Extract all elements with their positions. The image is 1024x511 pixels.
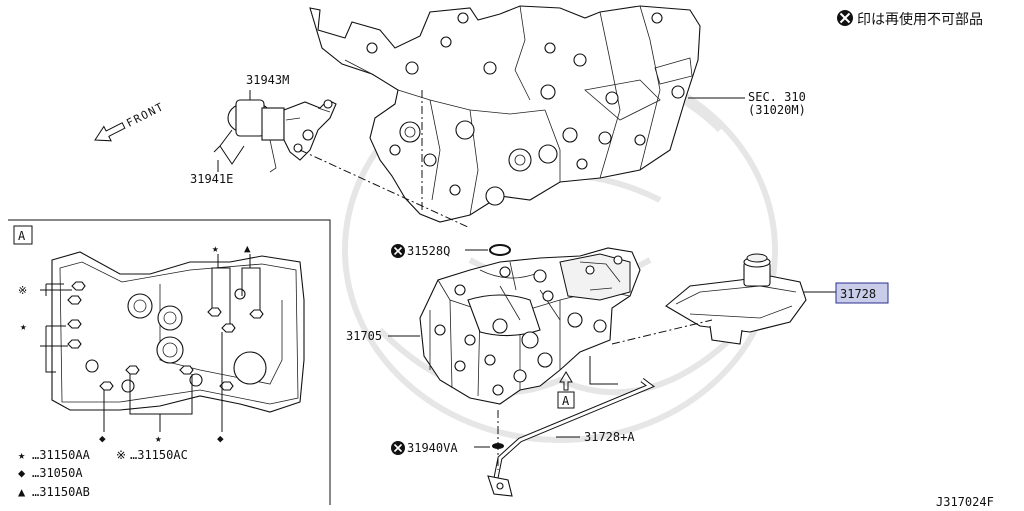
front-label: FRONT — [124, 100, 166, 130]
legend-symbol-1: ※ — [116, 448, 126, 462]
view-a-ref-box — [557, 391, 575, 409]
legend-text-1: …31150AC — [130, 448, 188, 462]
label-31943m: 31943M — [246, 73, 289, 87]
view-a-label: A — [18, 229, 26, 243]
legend-symbol-2: ◆ — [18, 466, 26, 480]
view-a-panel: A — [8, 219, 331, 505]
install-line-sensor — [299, 149, 471, 229]
install-line-strainer — [611, 319, 713, 345]
front-indicator: FRONT — [94, 100, 166, 142]
legend-text-3: …31150AB — [32, 485, 90, 499]
label-31940va: 31940VA — [407, 441, 458, 455]
label-31705: 31705 — [346, 329, 382, 343]
legend-symbol-0: ★ — [18, 448, 25, 462]
symbol-diamond-2: ◆ — [217, 432, 224, 445]
legend-symbol-3: ▲ — [18, 485, 26, 499]
transmission-case — [309, 5, 701, 223]
section-ref-line2: (31020M) — [748, 103, 806, 117]
section-ref-line1: SEC. 310 — [748, 90, 806, 104]
detail-legend: ★ …31150AA ※ …31150AC ◆ …31050A ▲ …31150… — [18, 448, 188, 499]
label-31941e: 31941E — [190, 172, 233, 186]
label-31728: 31728 — [840, 287, 876, 301]
part-31705-valve-body — [419, 247, 641, 405]
highlight-31728 — [835, 282, 889, 304]
label-31728a: 31728+A — [584, 430, 635, 444]
front-arrow-icon — [94, 122, 126, 142]
symbol-star-3: ★ — [155, 432, 162, 445]
label-31528q: 31528Q — [407, 244, 450, 258]
symbol-star-1: ★ — [20, 320, 27, 333]
legend-text-0: …31150AA — [32, 448, 91, 462]
part-31528q-oring — [489, 244, 511, 256]
note-text: 印は再使用不可部品 — [857, 11, 983, 28]
view-a-ref-label: A — [562, 394, 570, 408]
part-31728-strainer — [665, 253, 807, 345]
legend-text-2: …31050A — [32, 466, 83, 480]
part-31943m-sensor — [227, 99, 337, 173]
view-a-box — [13, 225, 33, 245]
symbol-triangle-1: ▲ — [244, 242, 251, 255]
drawing-id: J317024F — [936, 495, 994, 509]
symbol-star-2: ★ — [212, 242, 219, 255]
non-reusable-note: 印は再使用不可部品 — [837, 10, 983, 28]
symbol-sun-1: ※ — [18, 284, 27, 297]
part-31941e-clip — [213, 129, 245, 165]
symbol-diamond-1: ◆ — [99, 432, 106, 445]
valve-tab — [589, 356, 618, 385]
view-a-arrow-icon — [559, 371, 573, 391]
part-31728a-oil-pipe — [487, 378, 656, 497]
